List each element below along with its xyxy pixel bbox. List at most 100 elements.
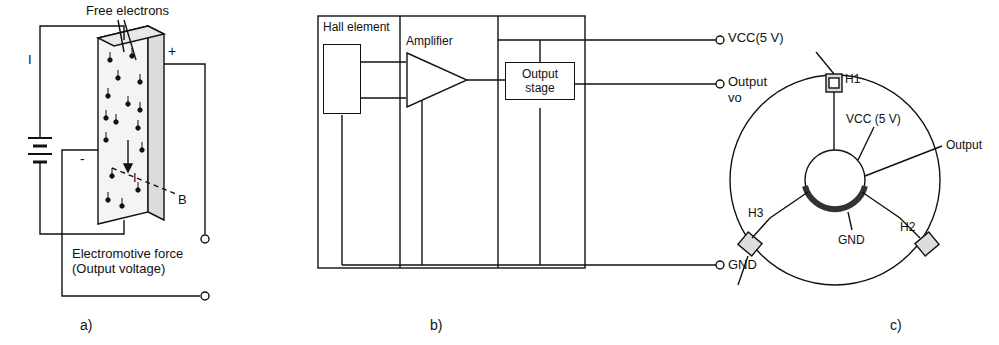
hall-sensor xyxy=(738,232,762,256)
gnd-wire xyxy=(421,101,422,265)
electron xyxy=(126,102,130,106)
text-label: - xyxy=(80,152,85,167)
electron-track xyxy=(138,182,139,188)
battery-plate xyxy=(28,153,52,155)
leader-line xyxy=(118,20,124,52)
leader-line xyxy=(124,20,136,60)
electron xyxy=(104,116,108,120)
battery-plate xyxy=(28,137,52,139)
electron xyxy=(106,94,110,98)
leader-line xyxy=(858,127,874,160)
electron xyxy=(106,198,110,202)
signal-wire xyxy=(361,97,406,98)
sensor-wire xyxy=(833,92,834,150)
electron xyxy=(110,174,114,178)
wiring-ring xyxy=(805,186,865,209)
signal-wire xyxy=(467,79,505,80)
leader-line xyxy=(848,212,852,230)
electron-track xyxy=(138,120,139,126)
gnd-wire xyxy=(341,115,342,265)
electron xyxy=(114,120,118,124)
electron-track xyxy=(140,102,141,108)
wire xyxy=(164,64,205,234)
hall-element: Hall element xyxy=(323,20,390,114)
vcc-wire xyxy=(498,39,716,40)
box-label: Output stage xyxy=(509,67,571,95)
terminal xyxy=(716,36,724,44)
electron-dots xyxy=(104,48,144,208)
text-label: H2 xyxy=(900,220,915,235)
text-label: VCC (5 V) xyxy=(846,112,901,127)
electron-track xyxy=(108,192,109,198)
electron xyxy=(104,138,108,142)
electron-track xyxy=(108,88,109,94)
electron xyxy=(136,126,140,130)
electron-track xyxy=(118,70,119,76)
hall-sensor xyxy=(829,78,839,88)
terminal xyxy=(716,80,724,88)
current-arrow xyxy=(124,164,132,172)
electron xyxy=(120,204,124,208)
text-label: Output xyxy=(728,74,767,89)
text-label: I xyxy=(133,170,137,185)
field-line xyxy=(112,168,176,194)
electron xyxy=(130,54,134,58)
electron xyxy=(108,58,112,62)
block-heading: Hall element xyxy=(323,20,390,34)
text-label: Electromotive force (Output voltage) xyxy=(72,246,212,276)
text-label: c) xyxy=(890,318,902,333)
wire xyxy=(40,26,124,138)
text-label: vo xyxy=(728,90,742,105)
electron xyxy=(136,188,140,192)
signal-wire xyxy=(361,61,406,62)
text-label: H3 xyxy=(748,206,763,221)
sensor-wire xyxy=(862,192,920,238)
block-heading: Amplifier xyxy=(406,34,468,48)
electron-track xyxy=(106,132,107,138)
electron-track xyxy=(116,114,117,120)
electron-track xyxy=(140,74,141,80)
output-wire xyxy=(575,83,716,84)
gnd-wire xyxy=(342,264,716,265)
ic-outline xyxy=(318,16,585,268)
text-label: VCC(5 V) xyxy=(728,30,784,45)
hall-slab xyxy=(98,26,164,224)
terminal xyxy=(716,261,724,269)
amplifier-triangle xyxy=(406,52,468,108)
text-label: Output xyxy=(946,138,982,153)
wire xyxy=(40,162,124,234)
sensor-board xyxy=(730,75,940,285)
terminal xyxy=(201,292,209,300)
terminal xyxy=(201,235,209,243)
text-label: B xyxy=(178,192,187,207)
text-label: GND xyxy=(728,257,757,272)
vcc-wire xyxy=(539,40,540,62)
text-label: b) xyxy=(430,318,442,333)
sensor-lead xyxy=(816,52,834,74)
output-stage-box: Output stage xyxy=(505,62,575,100)
gnd-wire xyxy=(539,108,540,265)
amplifier: Amplifier xyxy=(406,34,468,108)
shaft-hole xyxy=(805,150,865,210)
output-wire xyxy=(865,146,942,176)
text-label: Free electrons xyxy=(86,3,169,18)
divider xyxy=(497,16,498,268)
text-label: + xyxy=(168,44,176,59)
electron xyxy=(138,108,142,112)
electron xyxy=(116,76,120,80)
hall-element-square xyxy=(323,44,361,114)
electron-track xyxy=(122,198,123,204)
electron-track xyxy=(110,52,111,58)
electron-track xyxy=(112,168,113,174)
electron xyxy=(140,148,144,152)
text-label: H1 xyxy=(845,72,860,87)
text-label: a) xyxy=(80,318,92,333)
electron-track xyxy=(106,110,107,116)
electron xyxy=(138,80,142,84)
electron-track xyxy=(128,96,129,102)
battery-plate xyxy=(33,145,47,148)
